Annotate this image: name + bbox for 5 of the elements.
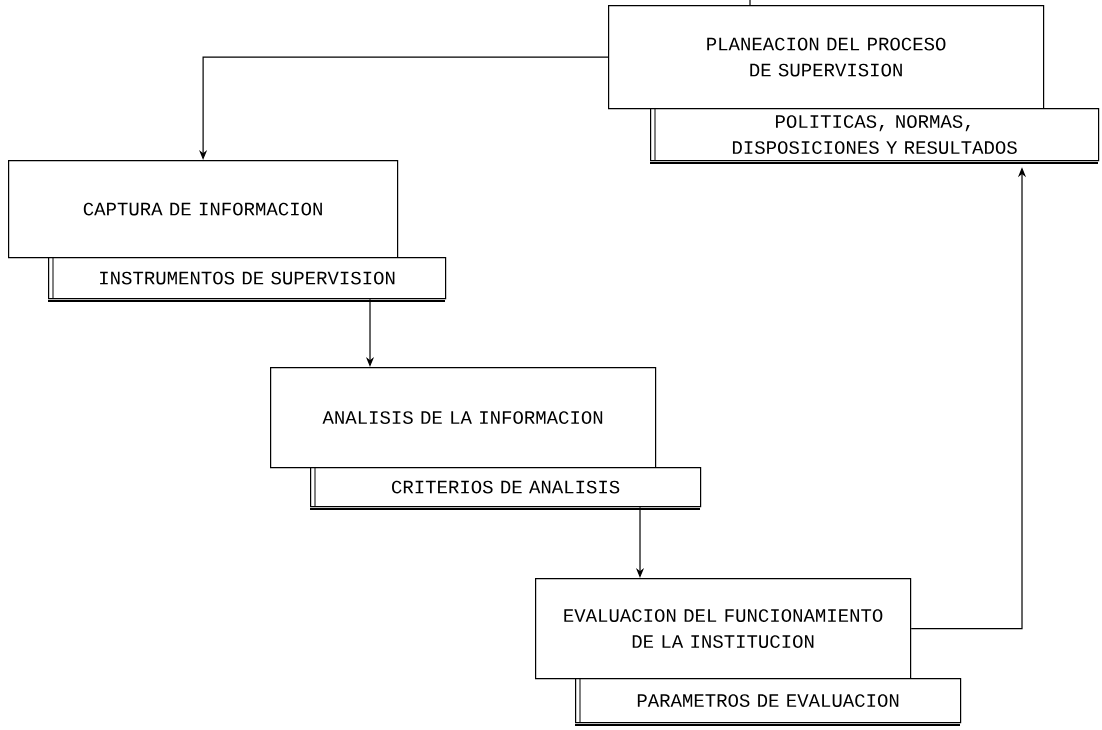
resource-bar: PARAMETROS DE EVALUACION	[574, 677, 962, 726]
process-box: PLANEACION DEL PROCESO DE SUPERVISION	[608, 5, 1045, 110]
resource-bar: INSTRUMENTOS DE SUPERVISION	[47, 256, 447, 302]
resource-bar: POLITICAS, NORMAS, DISPOSICIONES Y RESULTADOS	[649, 107, 1100, 164]
resource-bar: CRITERIOS DE ANALISIS	[309, 466, 702, 510]
